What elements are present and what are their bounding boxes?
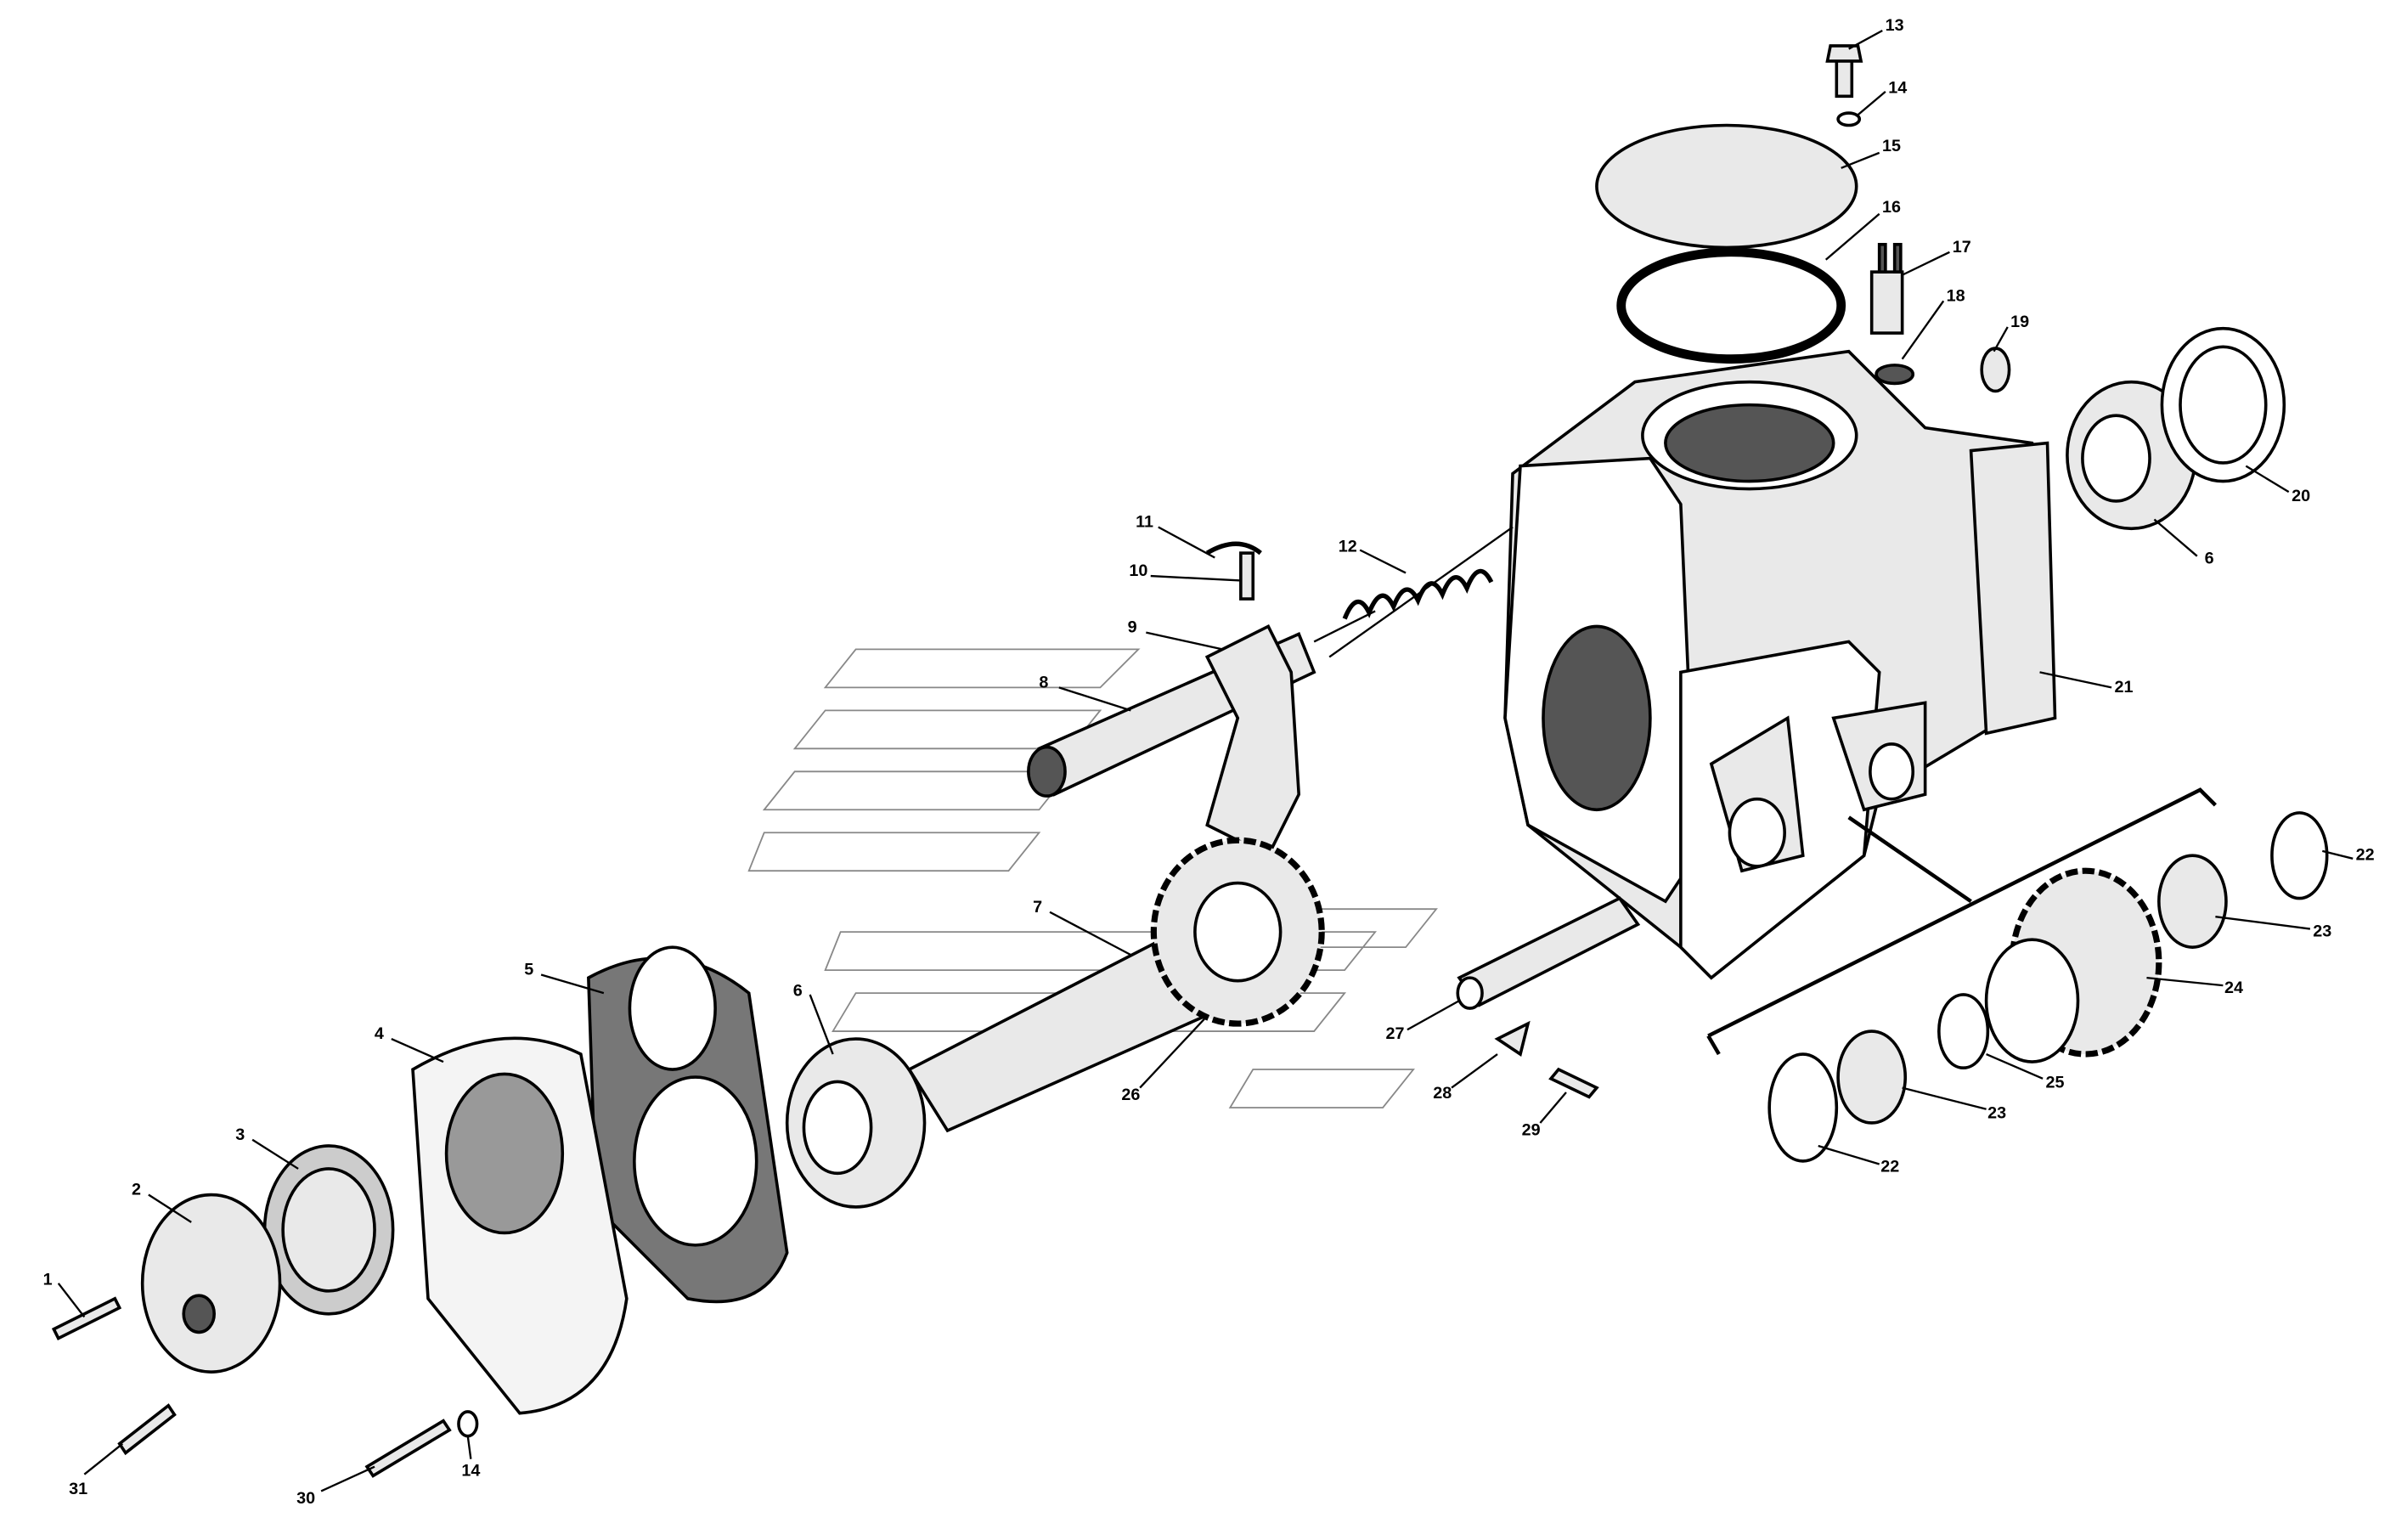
callout-9: 9 [1128, 618, 1137, 637]
callout-26: 26 [1121, 1086, 1140, 1104]
callout-4: 4 [375, 1024, 384, 1043]
end-plate-gasket [587, 945, 789, 1304]
callout-7: 7 [1033, 898, 1042, 917]
end-plate [411, 1036, 629, 1415]
callout-23-left: 23 [1987, 1104, 2006, 1123]
callout-31: 31 [69, 1480, 87, 1498]
callout-25: 25 [2046, 1074, 2065, 1092]
callout-2: 2 [132, 1181, 141, 1199]
callout-19: 19 [2010, 313, 2029, 331]
callout-6-right: 6 [2205, 550, 2214, 568]
sensor-switch [1869, 242, 2011, 393]
callout-6-left: 6 [793, 982, 803, 1001]
input-shaft-and-gear [907, 837, 1325, 1133]
callout-14-lower: 14 [461, 1461, 480, 1480]
callout-11: 11 [1136, 513, 1153, 532]
callout-3: 3 [235, 1125, 245, 1144]
callout-18: 18 [1947, 286, 1965, 305]
callout-30: 30 [296, 1489, 315, 1508]
left-bearing [785, 1037, 927, 1209]
callout-15: 15 [1882, 137, 1901, 155]
callout-10: 10 [1129, 561, 1147, 580]
callout-14: 14 [1888, 79, 1907, 98]
top-cover [1595, 44, 1863, 364]
callout-16: 16 [1882, 198, 1901, 217]
callout-1: 1 [43, 1271, 53, 1289]
bearing-cap [140, 1144, 395, 1374]
callout-13: 13 [1886, 16, 1904, 35]
callout-17: 17 [1953, 238, 1971, 257]
callout-8: 8 [1039, 673, 1048, 691]
shift-rod-and-fork [1027, 526, 1514, 858]
right-bearing [2066, 326, 2286, 531]
callout-5: 5 [524, 961, 533, 979]
callout-23-right: 23 [2313, 922, 2331, 941]
callout-28: 28 [1433, 1084, 1452, 1103]
callout-21: 21 [2114, 678, 2133, 697]
callout-24: 24 [2224, 979, 2243, 997]
callout-22-right: 22 [2356, 846, 2375, 865]
idler-gear-assembly [1706, 787, 2329, 1163]
callout-20: 20 [2292, 487, 2310, 505]
callout-22-left: 22 [1880, 1158, 1899, 1176]
callout-27: 27 [1386, 1024, 1405, 1043]
leader-lines [57, 29, 2354, 1492]
callout-12: 12 [1339, 537, 1357, 556]
gearbox-housing [1503, 349, 2057, 980]
callout-labels: 13 14 15 16 17 18 19 20 6 21 11 10 12 9 … [43, 16, 2375, 1508]
callout-29: 29 [1522, 1120, 1541, 1139]
spring [1342, 568, 1494, 620]
axle-pin [1456, 896, 1641, 1099]
